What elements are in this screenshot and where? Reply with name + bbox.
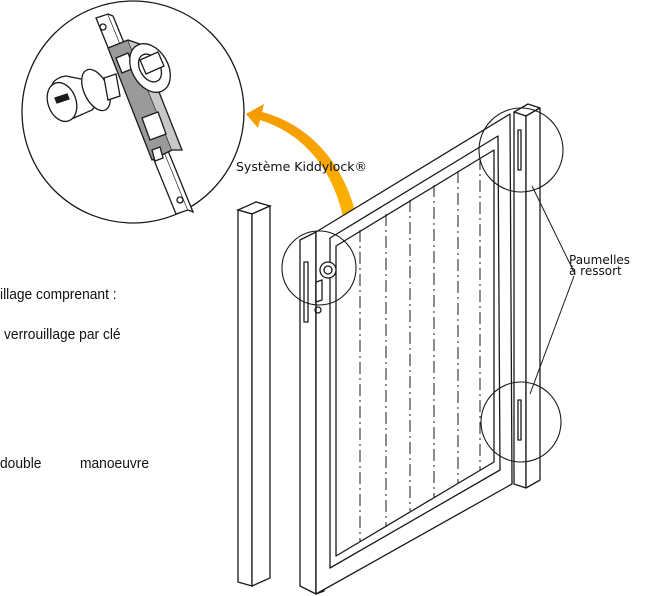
body-text-line1: illage comprenant : <box>0 286 117 303</box>
body-text-line3-word2: manoeuvre <box>80 455 150 472</box>
lock-zoom-detail <box>21 0 245 224</box>
hinges-label-line2: à ressort <box>569 264 622 278</box>
hinge-detail-circle-top <box>478 107 564 193</box>
loose-post <box>236 201 272 588</box>
hinge-leaders <box>529 185 575 395</box>
kiddylock-label: Système Kiddylock® <box>236 159 367 174</box>
detail-circles <box>281 107 564 463</box>
hinges-label-line1: Paumelles <box>569 253 631 267</box>
hinge-detail-circle-bottom <box>480 381 562 463</box>
gate <box>299 103 541 595</box>
body-text-line3-word1: double <box>0 455 42 472</box>
gate-knob <box>319 261 337 279</box>
body-text-line2: verrouillage par clé <box>4 326 121 343</box>
lock-detail-circle <box>281 230 357 306</box>
